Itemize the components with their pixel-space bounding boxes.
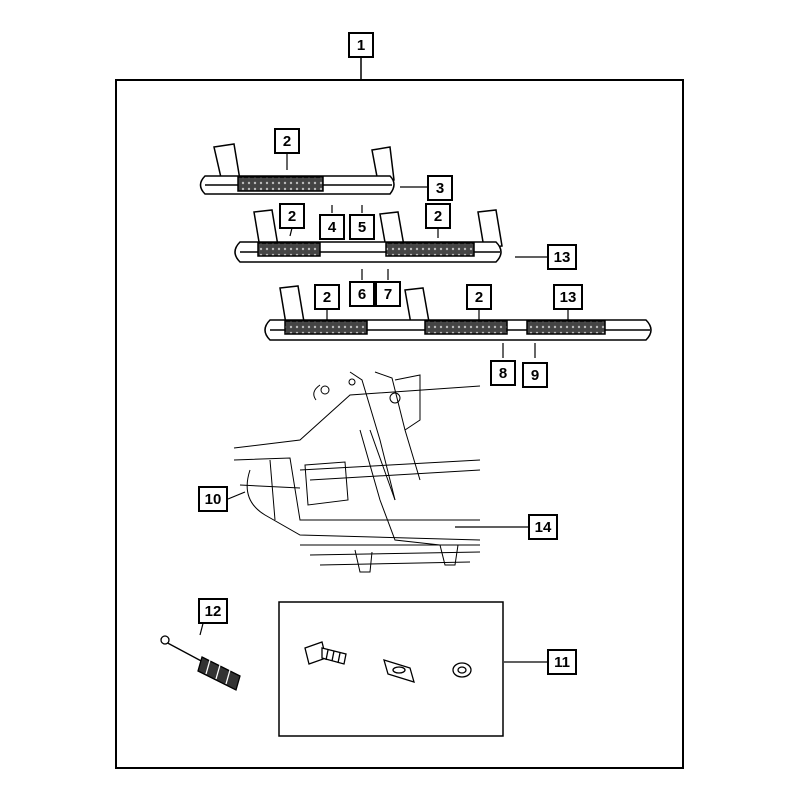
callout-12[interactable]: 12	[198, 598, 228, 624]
callout-3[interactable]: 3	[427, 175, 453, 201]
callout-6[interactable]: 6	[349, 281, 375, 307]
callout-8[interactable]: 8	[490, 360, 516, 386]
drill-bit-tool	[160, 635, 241, 691]
callout-2[interactable]: 2	[279, 203, 305, 229]
callout-2[interactable]: 2	[314, 284, 340, 310]
callout-14[interactable]: 14	[528, 514, 558, 540]
callout-2[interactable]: 2	[425, 203, 451, 229]
callout-1[interactable]: 1	[348, 32, 374, 58]
callout-4[interactable]: 4	[319, 214, 345, 240]
callout-5[interactable]: 5	[349, 214, 375, 240]
vehicle-rocker-area	[233, 371, 481, 573]
hardware-bolt	[304, 641, 347, 665]
hardware-kit-box	[278, 601, 504, 737]
hardware-washer	[452, 662, 472, 678]
running-board-long	[264, 285, 652, 341]
hardware-nut-plate	[383, 659, 415, 683]
assembly-frame	[115, 79, 684, 769]
callout-9[interactable]: 9	[522, 362, 548, 388]
callout-13[interactable]: 13	[553, 284, 583, 310]
callout-13[interactable]: 13	[547, 244, 577, 270]
callout-10[interactable]: 10	[198, 486, 228, 512]
callout-11[interactable]: 11	[547, 649, 577, 675]
callout-2[interactable]: 2	[466, 284, 492, 310]
running-board-short	[199, 143, 395, 195]
callout-2[interactable]: 2	[274, 128, 300, 154]
running-board-medium	[234, 209, 503, 263]
callout-7[interactable]: 7	[375, 281, 401, 307]
